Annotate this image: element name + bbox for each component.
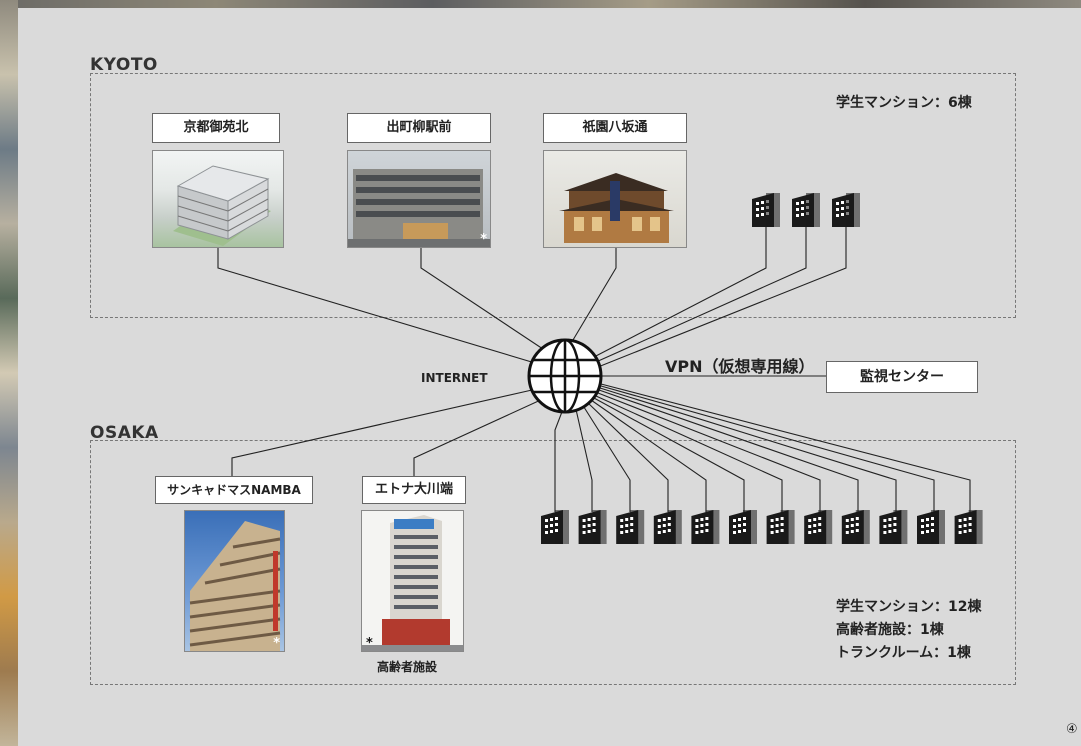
- line-osaka-icon-7: [595, 395, 783, 512]
- property-label-kyoto-gyoen: 京都御苑北: [152, 113, 280, 143]
- building-icon: [792, 193, 820, 227]
- osaka-region-title: OSAKA: [90, 423, 159, 443]
- building-icon: [954, 510, 983, 544]
- line-osaka-icon-3: [581, 403, 631, 512]
- osaka-summary-line: トランクルーム：1棟: [836, 645, 971, 661]
- etona-caption: 高齢者施設: [377, 660, 438, 674]
- building-icon: [616, 510, 645, 544]
- building-icon: [804, 510, 833, 544]
- line-osaka-icon-5: [590, 399, 707, 512]
- osaka-region: [90, 440, 1016, 685]
- line-osaka-icon-6: [593, 397, 745, 512]
- kyoto-summary: 学生マンション：6棟: [836, 92, 972, 115]
- line-osaka-2: [413, 397, 546, 478]
- photo-asterisk: *: [273, 636, 280, 651]
- monitoring-center-box: 監視センター: [826, 361, 978, 393]
- property-photo-etona: *: [361, 510, 464, 652]
- line-kyoto-icon-3: [597, 226, 847, 368]
- kyoto-building-icons: [752, 193, 860, 227]
- line-kyoto-1: [217, 248, 546, 367]
- line-osaka-icon-9: [598, 389, 859, 512]
- line-osaka-icon-1: [554, 403, 566, 512]
- page-number: ④: [1066, 722, 1078, 737]
- building-icon: [541, 510, 569, 544]
- property-photo-gion: [543, 150, 687, 248]
- building-icon: [766, 510, 795, 544]
- line-kyoto-icon-2: [595, 226, 807, 363]
- line-kyoto-icon-1: [591, 226, 767, 359]
- property-label-namba: サンキャドマスNAMBA: [155, 476, 313, 504]
- building-icon: [729, 510, 757, 544]
- osaka-summary-line: 学生マンション：12棟: [836, 599, 982, 615]
- line-osaka-icon-8: [597, 392, 821, 512]
- kyoto-region-title: KYOTO: [90, 55, 158, 75]
- photo-asterisk: *: [366, 636, 373, 651]
- vpn-label: VPN（仮想専用線）: [665, 357, 815, 376]
- property-photo-demachiyanagi: *: [347, 150, 491, 248]
- line-osaka-icon-12: [600, 383, 971, 512]
- photo-asterisk: *: [480, 232, 487, 247]
- globe-icon: [527, 338, 603, 414]
- building-icon: [653, 510, 682, 544]
- left-photo-strip: [0, 0, 18, 746]
- top-photo-strip: [0, 0, 1081, 8]
- property-label-gion: 祇園八坂通: [543, 113, 687, 143]
- building-icon: [879, 510, 908, 544]
- building-icon: [578, 510, 607, 544]
- building-icon: [841, 510, 870, 544]
- line-osaka-icon-11: [600, 385, 935, 512]
- osaka-summary: 学生マンション：12棟 高齢者施設：1棟 トランクルーム：1棟: [836, 596, 981, 665]
- line-osaka-icon-2: [574, 404, 593, 512]
- building-icon: [691, 510, 720, 544]
- building-icon: [832, 193, 860, 227]
- building-icon: [752, 193, 780, 227]
- internet-label: INTERNET: [421, 371, 488, 385]
- kyoto-summary-line: 学生マンション：6棟: [836, 95, 972, 111]
- line-osaka-1: [231, 389, 533, 478]
- building-icon: [917, 510, 945, 544]
- property-label-demachiyanagi: 出町柳駅前: [347, 113, 491, 143]
- line-kyoto-2: [420, 248, 553, 356]
- osaka-summary-line: 高齢者施設：1棟: [836, 622, 944, 638]
- property-photo-kyoto-gyoen: [152, 150, 284, 248]
- line-osaka-icon-4: [586, 401, 669, 512]
- property-photo-namba: *: [184, 510, 285, 652]
- property-label-etona: エトナ大川端: [362, 476, 466, 504]
- line-kyoto-3: [569, 248, 617, 346]
- line-osaka-icon-10: [599, 387, 897, 512]
- osaka-building-icons: [541, 510, 983, 544]
- kyoto-region: [90, 73, 1016, 318]
